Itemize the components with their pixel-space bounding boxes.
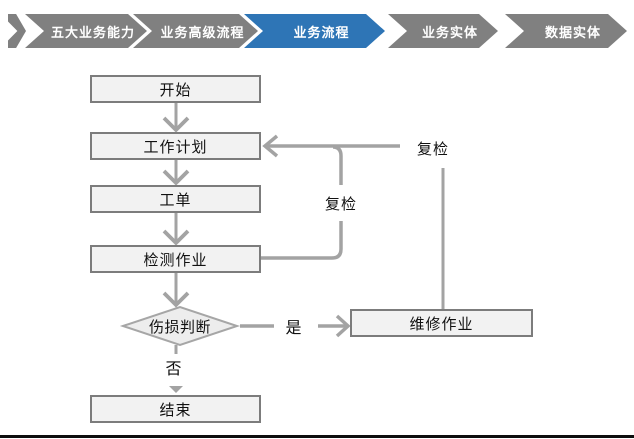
arrowhead-down-icon	[162, 116, 190, 133]
edge-recheck-inner-upper	[332, 145, 343, 185]
banner-step-label: 业务实体	[421, 24, 478, 40]
node-inspection-job: 检测作业	[90, 245, 261, 273]
decision-diamond-shape	[119, 305, 241, 347]
banner-step-label: 业务高级流程	[160, 24, 245, 40]
edge-label-recheck-inner: 复检	[319, 192, 363, 214]
edge-label-no: 否	[161, 355, 187, 379]
edge-recheck-inner-lower	[261, 221, 343, 260]
process-banner: 五大业务能力 业务高级流程 业务流程 业务实体 数据实体	[0, 14, 634, 48]
node-start: 开始	[90, 75, 261, 103]
banner-step-business-process-active[interactable]: 业务流程	[244, 14, 385, 48]
node-work-plan: 工作计划	[90, 132, 261, 160]
node-end: 结束	[90, 395, 261, 423]
arrowhead-down-icon	[162, 169, 190, 186]
arrowhead-down-small-icon	[169, 386, 183, 393]
node-repair-job: 维修作业	[350, 309, 533, 337]
edge-label-recheck-outer: 复检	[410, 137, 456, 159]
edge-label-yes: 是	[281, 314, 307, 338]
arrowhead-down-icon	[162, 229, 190, 246]
arrowhead-left-icon	[262, 134, 279, 158]
node-work-order: 工单	[90, 185, 261, 213]
banner-step-label: 数据实体	[544, 24, 601, 40]
arrowhead-right-icon	[335, 314, 351, 338]
banner-step-data-entity[interactable]: 数据实体	[505, 14, 627, 48]
banner-step-label: 五大业务能力	[50, 24, 135, 40]
node-damage-decision-label: 伤损判断	[148, 318, 211, 336]
slide-bottom-rule	[0, 435, 634, 438]
banner-step-advanced-process[interactable]: 业务高级流程	[133, 14, 258, 48]
arrowhead-down-icon	[162, 291, 190, 308]
banner-step-five-capabilities[interactable]: 五大业务能力	[25, 14, 147, 48]
banner-step-label: 业务流程	[293, 24, 350, 40]
